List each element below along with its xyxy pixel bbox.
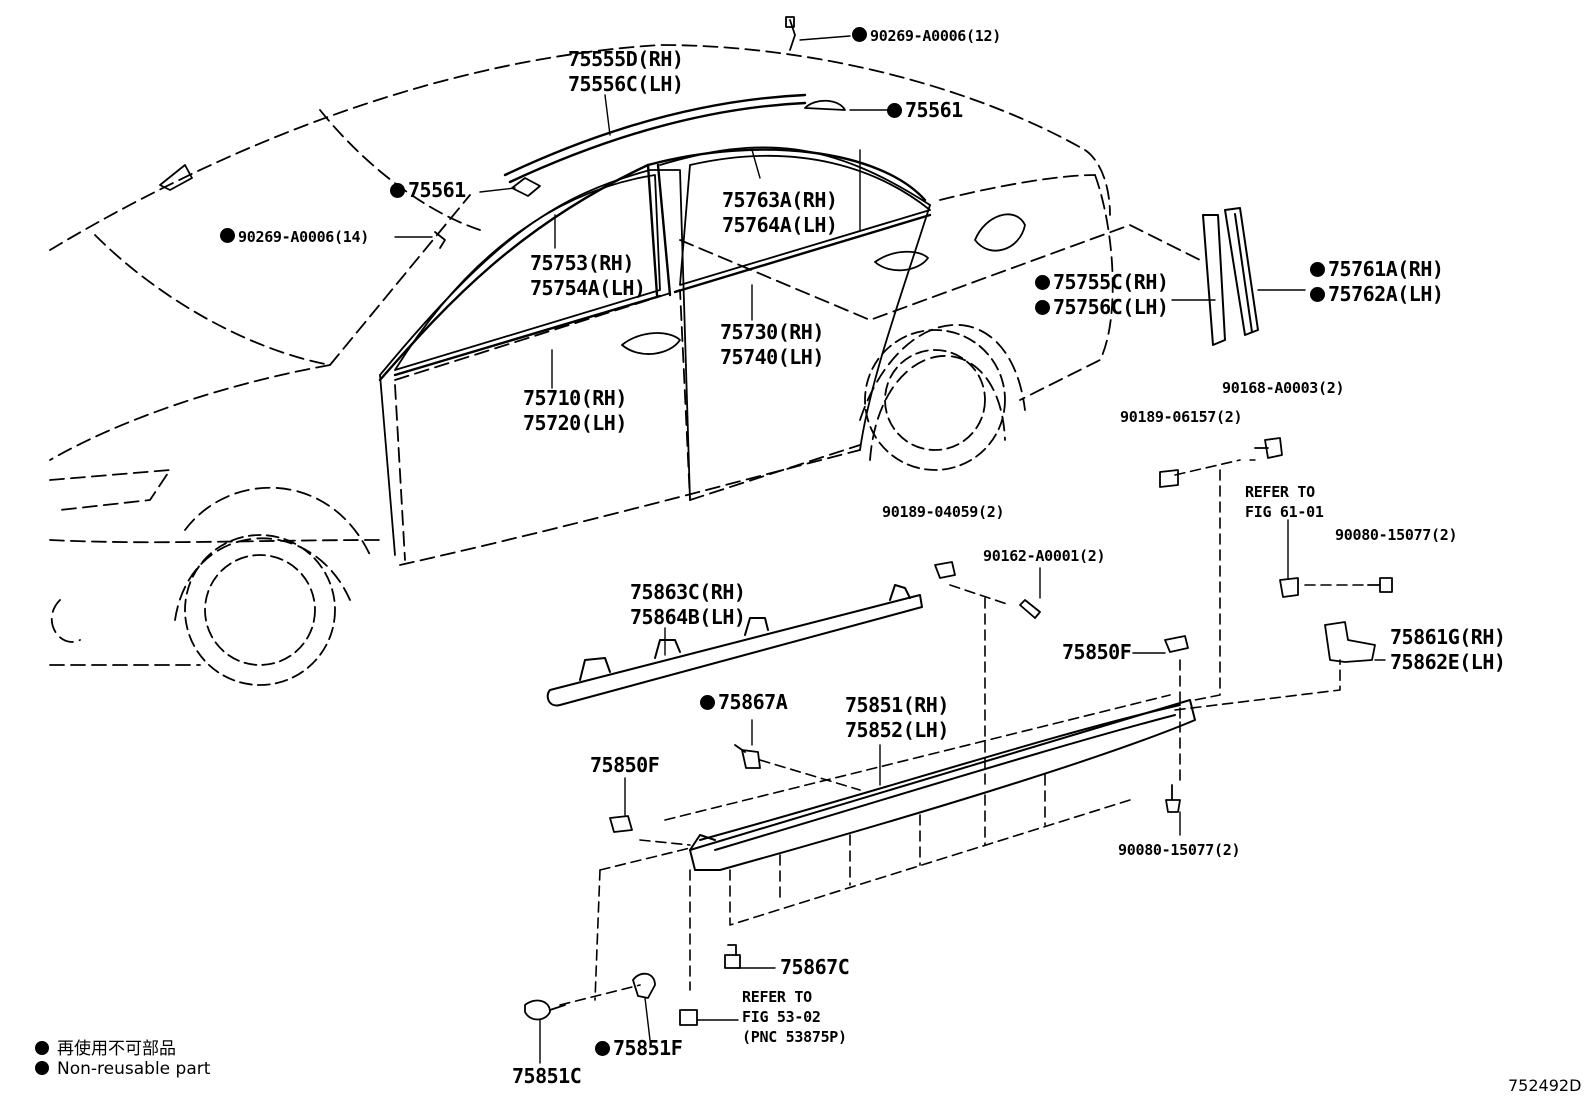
label-bracket-75861-rh: 75861G(RH) xyxy=(1390,625,1506,649)
label-refer-fig-61-line2: FIG 61-01 xyxy=(1245,503,1324,521)
label-clip-75851f: 75851F xyxy=(595,1038,683,1058)
legend-japanese: 再使用不可部品 xyxy=(35,1034,176,1059)
sill-upper-molding xyxy=(546,584,923,707)
label-screw-90080-top: 90080-15077(2) xyxy=(1335,526,1458,544)
label-clip-75561-left: 75561 xyxy=(390,180,466,200)
label-refer-fig-61-line1: REFER TO xyxy=(1245,483,1315,501)
label-sill-upper-molding-lh: 75864B(LH) xyxy=(630,605,746,629)
pillar-garnish-parts xyxy=(1202,207,1259,346)
label-screw-90080-bottom: 90080-15077(2) xyxy=(1118,841,1241,859)
legend-english-text: Non-reusable part xyxy=(57,1059,211,1079)
label-screw-75851c: 75851C xyxy=(512,1064,582,1088)
label-bolt-90168: 90168-A0003(2) xyxy=(1222,379,1345,397)
rocker-panel-molding xyxy=(689,699,1196,871)
label-clip-75867a: 75867A xyxy=(700,692,788,712)
label-rear-belt-molding-rh: 75730(RH) xyxy=(720,320,824,344)
label-rear-pillar-garnish-lh: 75762A(LH) xyxy=(1310,284,1444,304)
label-clip-75561-right: 75561 xyxy=(887,100,963,120)
label-roof-molding-lh: 75556C(LH) xyxy=(568,72,684,96)
label-bracket-75861-lh: 75862E(LH) xyxy=(1390,650,1506,674)
label-rocker-panel-molding-rh: 75851(RH) xyxy=(845,693,949,717)
car-outline xyxy=(49,44,1201,666)
label-rear-belt-molding-lh: 75740(LH) xyxy=(720,345,824,369)
label-clip-75867c: 75867C xyxy=(780,955,850,979)
label-clip-roof-front: 90269-A0006(14) xyxy=(220,228,369,245)
label-rear-window-molding-lh: 75764A(LH) xyxy=(722,213,838,237)
roof-clips xyxy=(434,16,846,249)
label-sill-upper-molding-rh: 75863C(RH) xyxy=(630,580,746,604)
label-front-window-molding-rh: 75753(RH) xyxy=(530,251,634,275)
legend-japanese-text: 再使用不可部品 xyxy=(57,1039,176,1059)
label-clip-90189-04059: 90189-04059(2) xyxy=(882,503,1005,521)
label-rear-pillar-garnish-rh: 75761A(RH) xyxy=(1310,259,1444,279)
label-rocker-panel-molding-lh: 75852(LH) xyxy=(845,718,949,742)
label-clip-90189-06157: 90189-06157(2) xyxy=(1120,408,1243,426)
label-front-belt-molding-rh: 75710(RH) xyxy=(523,386,627,410)
label-roof-molding-rh: 75555D(RH) xyxy=(568,47,684,71)
fasteners xyxy=(524,437,1393,1026)
label-screw-90162: 90162-A0001(2) xyxy=(983,547,1106,565)
label-clip-75850f-upper: 75850F xyxy=(1062,640,1132,664)
label-clip-roof-top: 90269-A0006(12) xyxy=(852,27,1001,44)
legend-english: Non-reusable part xyxy=(35,1059,210,1079)
label-clip-75850f-lower: 75850F xyxy=(590,753,660,777)
label-refer-fig-53-line1: REFER TO xyxy=(742,988,812,1006)
leader-lines xyxy=(394,35,1386,1064)
label-refer-fig-53-line2: FIG 53-02 xyxy=(742,1008,821,1026)
label-center-pillar-garnish-lh: 75756C(LH) xyxy=(1035,297,1169,317)
window-moldings xyxy=(378,93,932,382)
non-reusable-dot-icon xyxy=(35,1061,49,1075)
label-refer-fig-53-line3: (PNC 53875P) xyxy=(742,1028,847,1046)
mounting-lines xyxy=(559,459,1366,1006)
figure-number: 752492D xyxy=(1508,1076,1582,1095)
label-center-pillar-garnish-rh: 75755C(RH) xyxy=(1035,272,1169,292)
label-front-window-molding-lh: 75754A(LH) xyxy=(530,276,646,300)
label-rear-window-molding-rh: 75763A(RH) xyxy=(722,188,838,212)
label-front-belt-molding-lh: 75720(LH) xyxy=(523,411,627,435)
non-reusable-dot-icon xyxy=(35,1041,49,1055)
